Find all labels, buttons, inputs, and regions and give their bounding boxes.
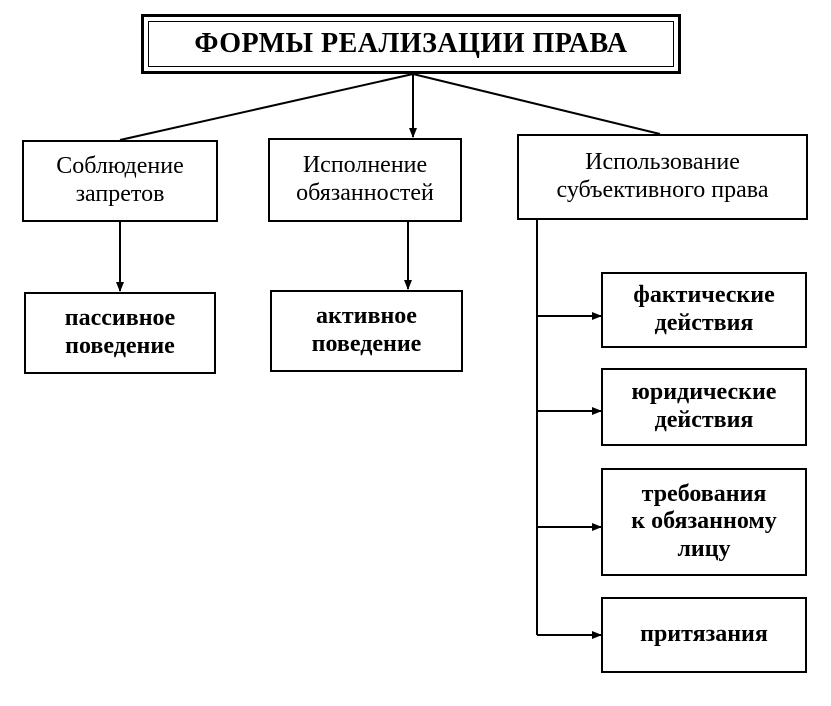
behavior-passive-line2: поведение (65, 333, 175, 359)
form-execution-line2: обязанностей (296, 180, 434, 206)
usage-box-demands: требования к обязанному лицу (601, 468, 807, 576)
form-execution-line1: Исполнение (302, 152, 428, 179)
behavior-passive-line1: пассивное (64, 305, 176, 332)
diagram-title-box: ФОРМЫ РЕАЛИЗАЦИИ ПРАВА (141, 14, 681, 74)
usage-claims-line1: притязания (640, 621, 768, 648)
usage-demands-line1: требования (641, 480, 767, 507)
form-observance-line2: запретов (75, 181, 165, 207)
form-box-usage: Использование субъективного права (517, 134, 808, 220)
form-box-observance: Соблюдение запретов (22, 140, 218, 222)
usage-box-claims: притязания (601, 597, 807, 673)
usage-legal-line2: действия (654, 407, 754, 433)
form-observance-line1: Соблюдение (56, 153, 184, 180)
behavior-box-passive: пассивное поведение (24, 292, 216, 374)
form-usage-line1: Использование (585, 149, 740, 176)
usage-demands-line2: к обязанному (631, 508, 777, 535)
behavior-active-line2: поведение (311, 331, 422, 357)
connector-title-to-observance (119, 73, 414, 141)
diagram-title: ФОРМЫ РЕАЛИЗАЦИИ ПРАВА (194, 27, 628, 59)
form-box-execution: Исполнение обязанностей (268, 138, 462, 222)
form-usage-line2: субъективного права (556, 177, 769, 203)
usage-factual-line1: фактические (633, 282, 775, 309)
usage-box-factual-actions: фактические действия (601, 272, 807, 348)
usage-demands-line3: лицу (677, 535, 731, 562)
usage-box-legal-actions: юридические действия (601, 368, 807, 446)
connector-title-to-usage (412, 73, 661, 135)
behavior-box-active: активное поведение (270, 290, 463, 372)
usage-legal-line1: юридические (631, 379, 777, 406)
behavior-active-line1: активное (316, 303, 417, 330)
usage-factual-line2: действия (654, 310, 754, 336)
